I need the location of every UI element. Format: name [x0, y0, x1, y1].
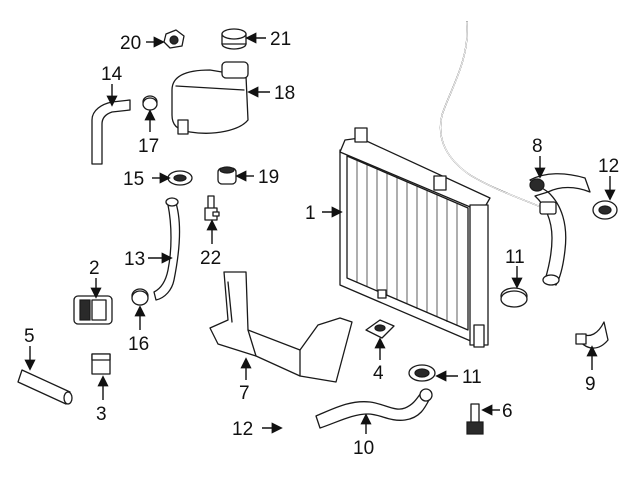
- callout-9: 9: [585, 374, 596, 395]
- hose-clamp-17: [142, 95, 158, 111]
- overflow-hose: [439, 21, 549, 211]
- callout-1: 1: [305, 203, 316, 224]
- hose-clamp-16: [131, 288, 149, 306]
- air-deflector: [209, 271, 353, 383]
- callout-11-lower: 11: [462, 367, 482, 388]
- callout-13: 13: [124, 249, 145, 270]
- lower-radiator-hose: [315, 388, 433, 429]
- callout-18: 18: [274, 83, 295, 104]
- callout-labels: 1 2 3 4 5 6 7 8 9 10 11 11 12 12 13 14 1…: [24, 29, 619, 459]
- callout-20: 20: [120, 33, 141, 54]
- hose-bracket: [575, 321, 609, 349]
- callout-19: 19: [258, 167, 279, 188]
- callout-2: 2: [89, 258, 100, 279]
- foam-seal-tube: [17, 369, 73, 405]
- callout-arrows: [24, 32, 616, 434]
- callout-3: 3: [96, 404, 107, 425]
- callout-15: 15: [123, 169, 144, 190]
- callout-21: 21: [270, 29, 291, 50]
- hose-clamp-right: [592, 200, 618, 220]
- callout-8: 8: [532, 136, 543, 157]
- hose-clamp-lower: [408, 364, 436, 382]
- overflow-hose-short: [91, 99, 131, 165]
- callout-12-right: 12: [598, 156, 619, 177]
- callout-12-lower: 12: [232, 419, 253, 440]
- drain-bolt: [466, 403, 484, 435]
- level-sensor: [204, 195, 220, 221]
- callout-10: 10: [353, 438, 374, 459]
- callout-16: 16: [128, 334, 149, 355]
- rubber-mount: [73, 295, 113, 325]
- callout-11-upper: 11: [505, 247, 525, 268]
- callout-7: 7: [239, 383, 250, 404]
- coolant-hose: [153, 197, 181, 301]
- rubber-pad: [91, 353, 111, 375]
- nut: [163, 29, 185, 49]
- hose-clamp-15: [167, 170, 193, 186]
- radiator: [339, 127, 491, 348]
- radiator-cap: [221, 28, 247, 50]
- upper-radiator-hose: [529, 173, 591, 286]
- expansion-tank: [171, 61, 249, 135]
- callout-4: 4: [373, 363, 384, 384]
- callout-14: 14: [101, 64, 123, 85]
- radiator-mount: [365, 319, 395, 339]
- callout-5: 5: [24, 326, 35, 347]
- callout-17: 17: [138, 136, 159, 157]
- callout-22: 22: [200, 248, 221, 269]
- hose-clamp-upper: [500, 287, 528, 308]
- callout-6: 6: [502, 401, 513, 422]
- grommet: [217, 166, 237, 185]
